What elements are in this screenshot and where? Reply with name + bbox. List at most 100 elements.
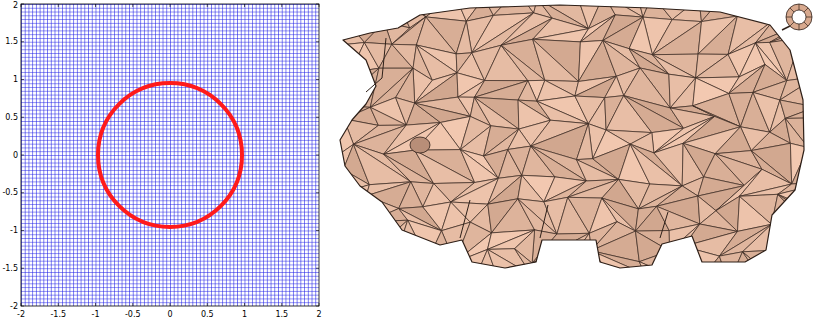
mesh-triangle — [440, 289, 485, 311]
mesh-triangle — [400, 279, 423, 306]
axis-tick-label: -1 — [10, 226, 18, 235]
tick-mark — [21, 4, 22, 7]
mesh-triangle — [790, 143, 808, 184]
mesh-triangle — [428, 231, 455, 263]
mesh-triangle — [652, 20, 701, 55]
tick-mark — [21, 268, 24, 269]
axis-tick-label: 0.5 — [5, 113, 18, 122]
mesh-triangle — [817, 0, 820, 24]
mesh-triangle — [652, 22, 701, 55]
mesh-triangle — [532, 230, 557, 263]
mesh-triangle — [778, 194, 820, 227]
axis-tick-label: 0 — [13, 151, 18, 160]
tick-mark — [316, 79, 319, 80]
mesh-triangle — [814, 198, 820, 232]
mesh-triangle — [396, 68, 415, 103]
mesh-triangle — [328, 281, 380, 314]
mesh-triangle — [580, 233, 592, 250]
mesh-triangle — [785, 273, 820, 304]
mesh-triangle — [577, 124, 593, 160]
tick-mark — [170, 4, 171, 7]
axis-tick-label: 1.5 — [5, 37, 18, 46]
mesh-triangle — [666, 246, 684, 273]
mesh-triangle — [818, 278, 820, 310]
plot-frame — [21, 4, 319, 306]
mesh-triangle — [437, 289, 470, 301]
mesh-triangle — [697, 284, 729, 316]
mesh-triangle — [777, 0, 820, 21]
mesh-triangle — [546, 247, 588, 285]
mesh-triangle — [505, 285, 547, 313]
mesh-triangle — [669, 74, 696, 108]
mesh-triangle — [743, 250, 785, 287]
mesh-triangle — [778, 181, 820, 210]
tick-mark — [244, 4, 245, 7]
mesh-triangle — [816, 65, 820, 108]
mesh-triangle — [801, 38, 820, 65]
mesh-triangle — [660, 273, 702, 313]
tick-mark — [95, 303, 96, 306]
axis-ticks — [21, 4, 319, 306]
tick-mark — [316, 4, 319, 5]
tick-mark — [21, 306, 24, 307]
mesh-triangle — [792, 148, 820, 184]
mesh-triangle — [547, 280, 589, 304]
tick-mark — [58, 4, 59, 7]
mesh-triangle — [616, 274, 645, 310]
mesh-triangle — [729, 273, 757, 303]
axis-tick-label: 2 — [316, 310, 321, 319]
mesh-triangle — [818, 273, 820, 301]
mesh-triangle — [785, 247, 820, 287]
mesh-triangle — [780, 247, 801, 287]
tick-mark — [21, 41, 24, 42]
pig-mesh — [320, 0, 820, 316]
mesh-triangle — [629, 17, 652, 55]
mesh-triangle — [754, 287, 785, 304]
axis-tick-label: -2 — [17, 310, 25, 319]
mesh-triangle — [336, 248, 379, 287]
pig-eye — [410, 137, 430, 153]
axis-tick-label: -0.5 — [2, 188, 18, 197]
mesh-triangle — [595, 279, 638, 314]
mesh-triangle — [399, 182, 423, 209]
axis-tick-label: 0.5 — [201, 310, 214, 319]
mesh-triangle — [785, 118, 808, 147]
axis-tick-label: 1.5 — [275, 310, 288, 319]
mesh-triangle — [759, 0, 778, 20]
axis-tick-label: -1.5 — [2, 264, 18, 273]
tick-mark — [319, 303, 320, 306]
mesh-triangle — [369, 220, 408, 255]
mesh-triangle — [546, 280, 588, 304]
grid-mesh — [21, 4, 319, 306]
mesh-triangle — [344, 0, 385, 22]
mesh-triangle — [369, 254, 397, 282]
tick-mark — [132, 303, 133, 306]
mesh-triangle — [645, 273, 666, 313]
tick-mark — [316, 306, 319, 307]
mesh-triangle — [808, 142, 820, 181]
mesh-triangle — [328, 281, 380, 314]
mesh-triangle — [604, 0, 643, 17]
mesh-triangle — [320, 0, 356, 17]
mesh-triangle — [397, 254, 438, 290]
tick-mark — [170, 303, 171, 306]
mesh-triangle — [397, 254, 438, 290]
mesh-triangle — [817, 0, 820, 24]
axis-tick-label: 1 — [13, 75, 18, 84]
mesh-triangle — [356, 0, 395, 22]
pig-creases — [366, 38, 668, 238]
mesh-triangle — [754, 273, 785, 303]
tick-mark — [21, 4, 24, 5]
mesh-triangle — [324, 196, 368, 222]
mesh-triangle — [569, 279, 616, 303]
mesh-triangle — [801, 227, 820, 246]
mesh-triangle — [533, 39, 579, 81]
pig-outline — [340, 5, 804, 268]
mesh-triangle — [801, 247, 820, 278]
mesh-triangle — [743, 252, 785, 287]
tick-mark — [58, 303, 59, 306]
mesh-triangle — [630, 144, 682, 186]
mesh-triangle — [531, 263, 546, 285]
tick-mark — [316, 117, 319, 118]
